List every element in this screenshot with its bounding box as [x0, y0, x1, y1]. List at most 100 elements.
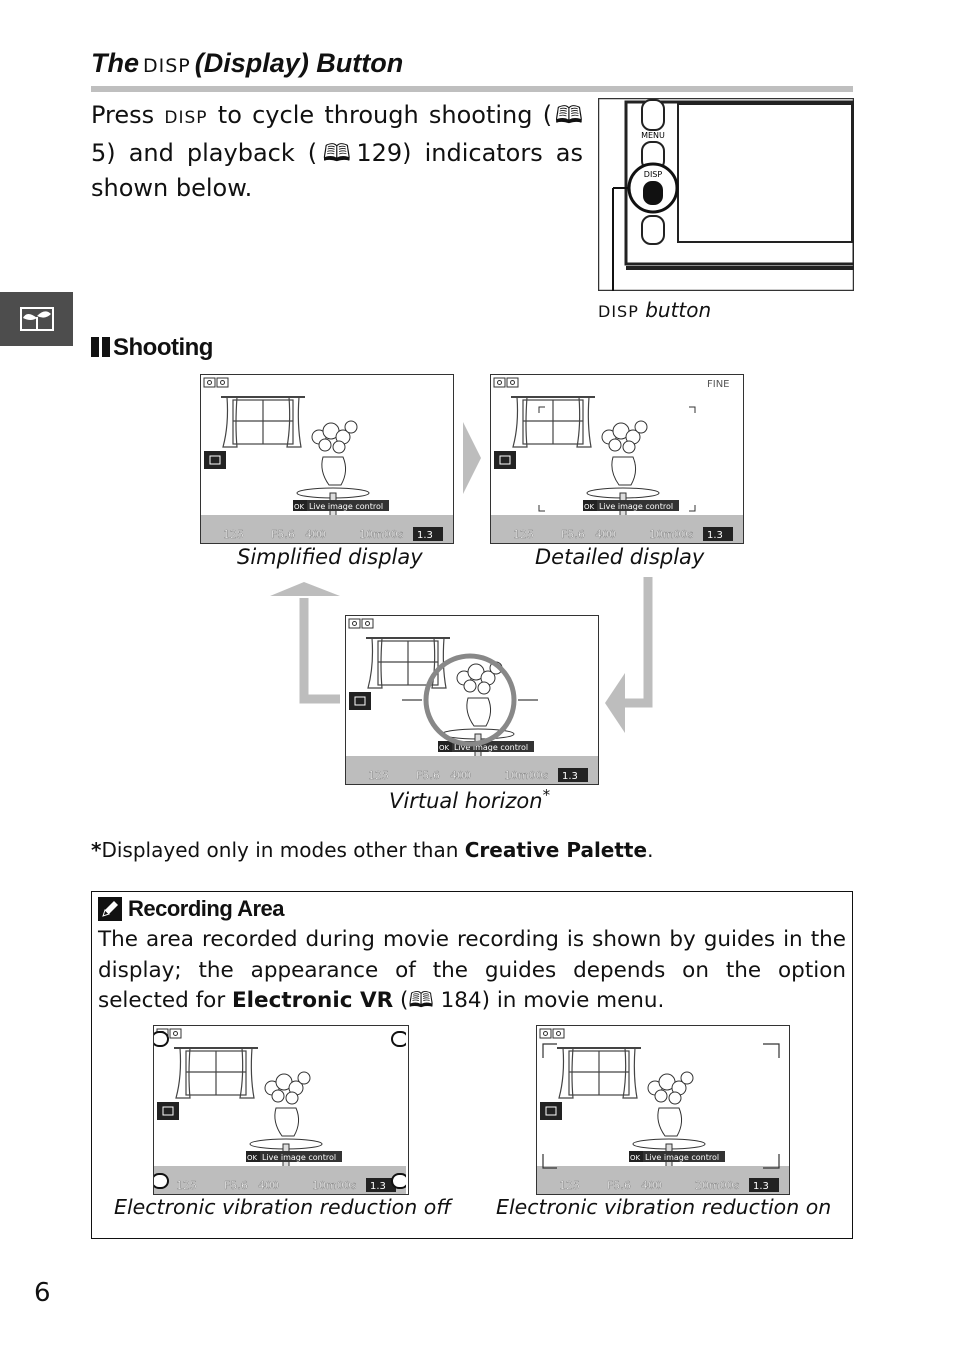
pencil-icon — [98, 897, 122, 921]
svg-text:DISP: DISP — [644, 170, 663, 179]
svg-text:Live image control: Live image control — [309, 502, 383, 511]
disp-button-caption: DISP button — [598, 298, 711, 322]
heading-suffix: (Display) Button — [194, 48, 404, 78]
svg-text:OK: OK — [630, 1154, 641, 1162]
svg-text:Live image control: Live image control — [645, 1153, 719, 1162]
svg-text:400: 400 — [450, 769, 471, 782]
flower-vase-illustration — [296, 420, 370, 524]
svg-text:10m00s: 10m00s — [649, 528, 694, 541]
footnote-mark: * — [91, 838, 102, 862]
svg-text:20m00s: 20m00s — [695, 1179, 740, 1192]
svg-text:10m00s: 10m00s — [312, 1179, 357, 1192]
intro-rest: to cycle through shooting — [217, 101, 533, 129]
window-illustration — [221, 396, 305, 448]
arrow-right-icon — [463, 422, 481, 494]
caption-simplified: Simplified display — [237, 545, 423, 569]
svg-text:1.3: 1.3 — [707, 530, 723, 541]
note-body-2: ( — [399, 988, 409, 1013]
footnote: *Displayed only in modes other than Crea… — [91, 838, 653, 862]
heading-prefix: The — [91, 48, 140, 78]
svg-text:MENU: MENU — [641, 131, 665, 140]
svg-text:OK: OK — [247, 1154, 258, 1162]
window-illustration — [366, 637, 450, 689]
screen-vr-off: OK Live image control 125 F5.6 400 10m00s 1.3 — [153, 1025, 409, 1195]
shooting-section-title: Shooting — [91, 334, 213, 362]
section-title-text: Shooting — [113, 334, 213, 361]
window-illustration — [557, 1047, 641, 1099]
camera-back-diagram: MENU DISP — [597, 97, 856, 298]
info-bar — [346, 756, 598, 784]
svg-text:OK: OK — [439, 744, 450, 752]
svg-text:FINE: FINE — [707, 379, 730, 390]
heading-disp: DISP — [143, 55, 191, 77]
section-marker-icon — [102, 337, 110, 357]
shooting-mode-icon — [349, 692, 371, 710]
svg-text:F5.6: F5.6 — [271, 528, 295, 541]
seedling-icon — [19, 307, 54, 331]
svg-text:400: 400 — [258, 1179, 279, 1192]
arrow-down-left-icon — [605, 577, 653, 733]
info-bar — [201, 515, 453, 543]
info-bar — [537, 1166, 789, 1194]
svg-text:F5.6: F5.6 — [416, 769, 440, 782]
camera-mode-icon — [348, 618, 374, 629]
svg-text:Live image control: Live image control — [599, 502, 673, 511]
footnote-end: . — [647, 838, 654, 862]
caption-virtual-horizon-text: Virtual horizon — [389, 789, 543, 813]
caption-virtual-horizon: Virtual horizon* — [389, 786, 550, 813]
note-body-bold: Electronic VR — [232, 988, 394, 1013]
book-icon: 🕮 — [408, 988, 434, 1013]
svg-text:OK: OK — [584, 503, 595, 511]
window-illustration — [511, 396, 595, 448]
svg-text:1.3: 1.3 — [753, 1181, 769, 1192]
svg-text:F5.6: F5.6 — [561, 528, 585, 541]
note-title: Recording Area — [98, 896, 285, 922]
svg-text:OK: OK — [294, 503, 305, 511]
svg-text:F5.6: F5.6 — [607, 1179, 631, 1192]
virtual-horizon-circle — [423, 653, 517, 747]
svg-text:10m00s: 10m00s — [359, 528, 404, 541]
svg-text:1.3: 1.3 — [417, 530, 433, 541]
shooting-mode-icon — [204, 451, 226, 469]
page-number: 6 — [34, 1278, 51, 1308]
camera-mode-icon — [203, 377, 229, 388]
intro-ref-2: 129) indicators as shown below. — [91, 139, 584, 202]
recording-area-note — [91, 891, 853, 1239]
svg-text:F5.6: F5.6 — [224, 1179, 248, 1192]
svg-text:125: 125 — [368, 769, 389, 782]
svg-text:125: 125 — [513, 528, 534, 541]
arrow-up-left-icon — [270, 582, 340, 704]
svg-text:125: 125 — [176, 1179, 197, 1192]
flower-vase-illustration — [249, 1071, 323, 1175]
intro-press: Press — [91, 101, 155, 129]
svg-text:Live image control: Live image control — [262, 1153, 336, 1162]
shooting-mode-icon — [494, 451, 516, 469]
info-bar — [154, 1166, 406, 1194]
svg-text:Live image control: Live image control — [454, 743, 528, 752]
camera-mode-icon — [493, 377, 519, 388]
note-body: The area recorded during movie recording… — [98, 925, 846, 1017]
svg-text:1.3: 1.3 — [370, 1181, 386, 1192]
heading-rule — [91, 86, 853, 92]
svg-text:1.3: 1.3 — [562, 771, 578, 782]
svg-text:400: 400 — [641, 1179, 662, 1192]
footnote-bold: Creative Palette — [464, 838, 648, 862]
book-icon: 🕮 — [317, 139, 357, 167]
section-marker-icon — [91, 337, 99, 357]
footnote-text: Displayed only in modes other than — [101, 838, 459, 862]
caption-vr-off: Electronic vibration reduction off — [114, 1195, 452, 1219]
caption-detailed: Detailed display — [535, 545, 705, 569]
caption-disp: DISP — [598, 302, 639, 321]
intro-paragraph: Press DISP to cycle through shooting (🕮5… — [91, 101, 584, 202]
window-illustration — [174, 1047, 258, 1099]
note-body-1: The area recorded during movie recording… — [98, 927, 846, 1013]
svg-text:400: 400 — [305, 528, 326, 541]
intro-ref-1: 5) and playback ( — [91, 139, 318, 167]
caption-asterisk: * — [542, 786, 551, 804]
note-body-3: 184) in movie menu. — [440, 988, 665, 1013]
note-title-text: Recording Area — [128, 896, 285, 921]
